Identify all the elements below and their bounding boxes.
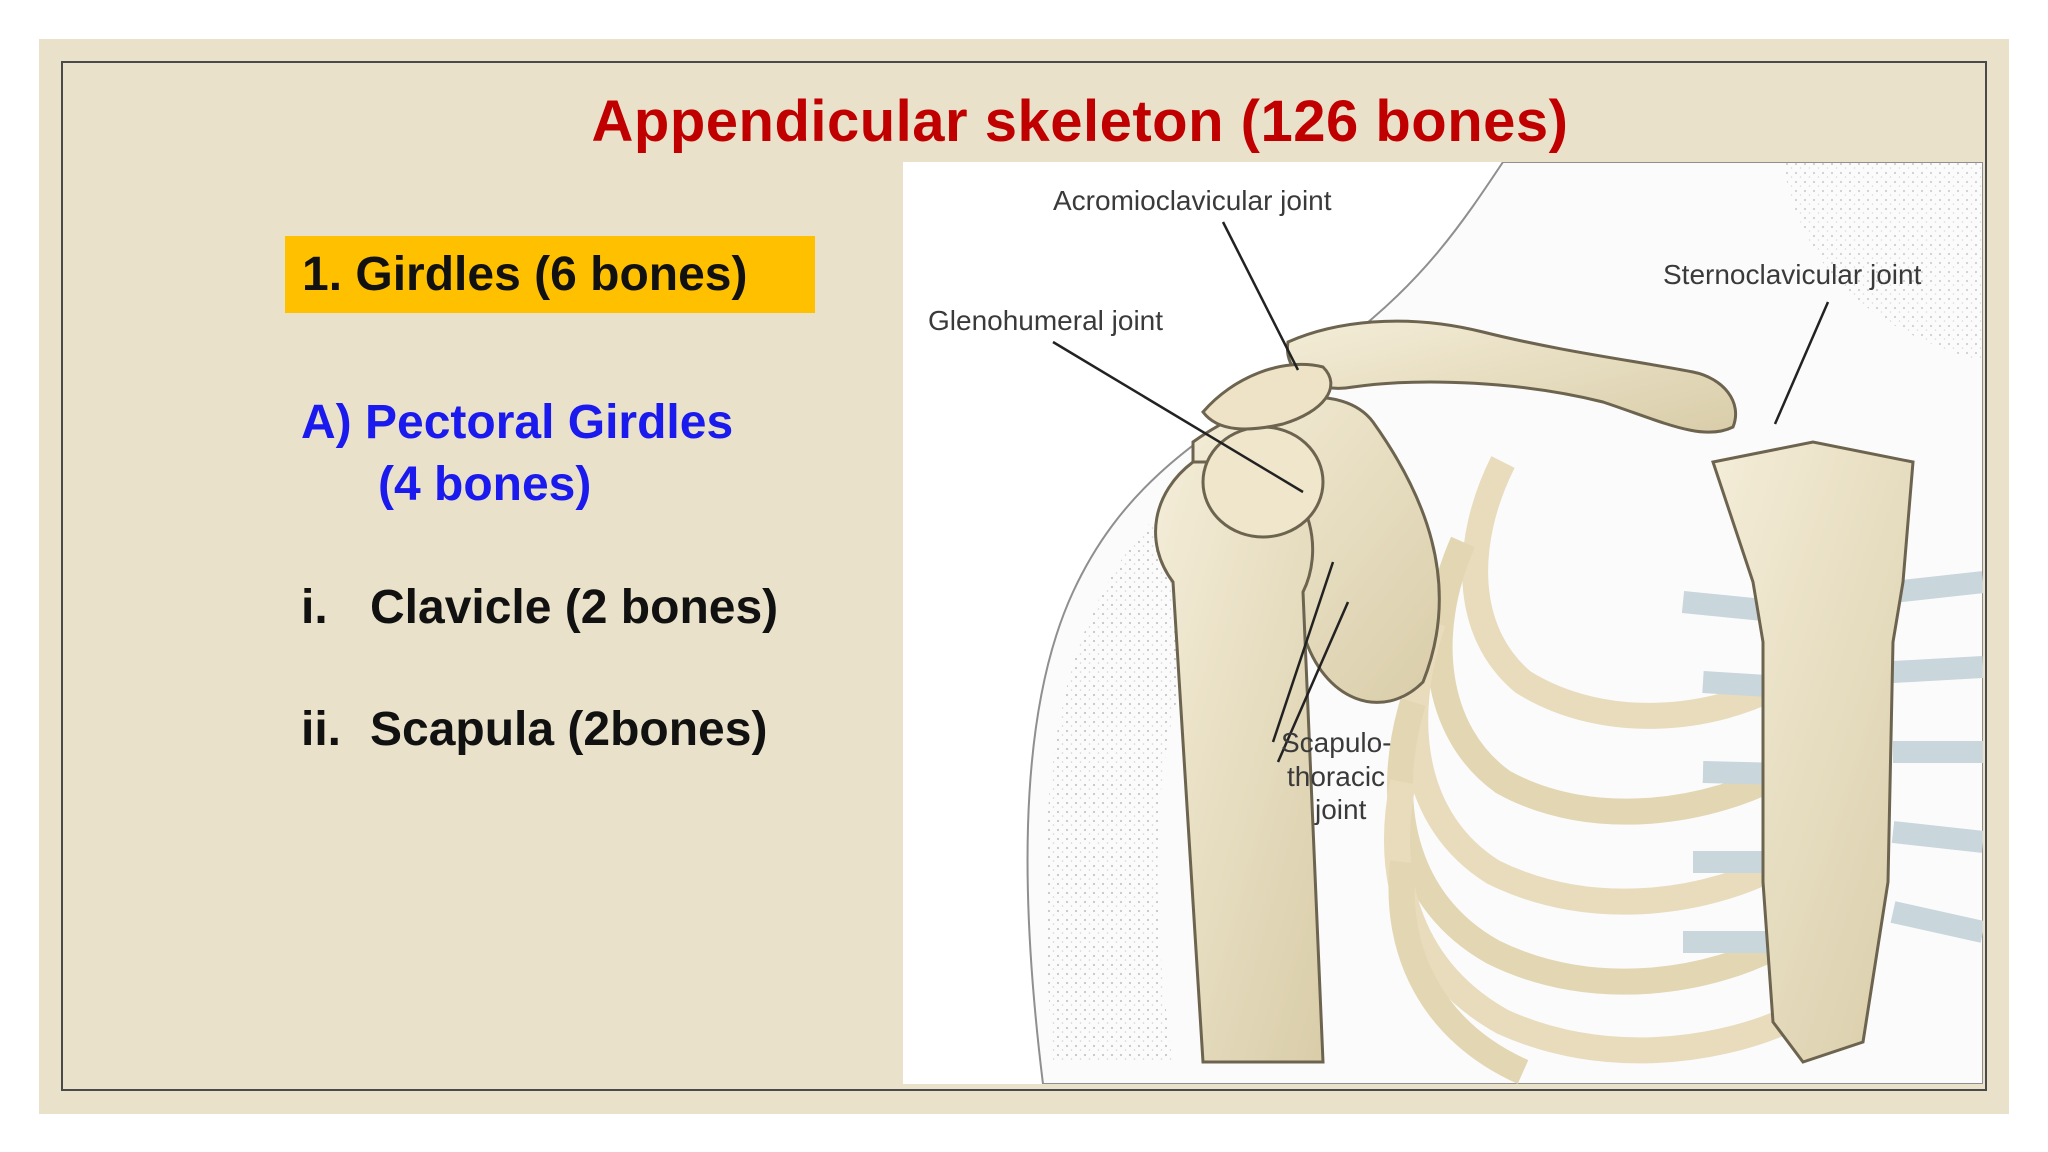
list-item-label: Scapula (2bones) (370, 703, 768, 756)
label-scapulothoracic-line-1: Scapulo- (1281, 727, 1392, 758)
subsection-heading: A) Pectoral Girdles (4 bones) (301, 392, 733, 516)
sternum (1711, 440, 1915, 1064)
neck-shading (1783, 162, 1983, 362)
list-item-number: i. (301, 581, 328, 634)
leader-lines (1052, 221, 1830, 763)
shoulder-anatomy-illustration: Acromioclavicular joint Sternoclavicular… (903, 162, 1983, 1084)
label-acromioclavicular: Acromioclavicular joint (1053, 185, 1332, 216)
section-heading-badge: 1. Girdles (6 bones) (285, 236, 815, 313)
subsection-line-2: (4 bones) (378, 458, 592, 511)
label-sternoclavicular: Sternoclavicular joint (1663, 259, 1922, 290)
slide-border (61, 61, 1987, 1091)
list-item-clavicle: i. Clavicle (2 bones) (301, 580, 778, 635)
ribcage (1384, 456, 1983, 1084)
label-scapulothoracic-line-3: joint (1314, 794, 1367, 825)
list-item-label: Clavicle (2 bones) (370, 581, 779, 634)
acromion (1201, 362, 1333, 431)
list-item-scapula: ii. Scapula (2bones) (301, 702, 767, 757)
slide-title: Appendicular skeleton (126 bones) (591, 89, 1569, 154)
label-glenohumeral: Glenohumeral joint (928, 305, 1163, 336)
label-scapulothoracic-line-2: thoracic (1287, 761, 1385, 792)
list-item-number: ii. (301, 703, 342, 756)
subsection-line-1: A) Pectoral Girdles (301, 396, 734, 449)
clavicle (1285, 319, 1738, 434)
